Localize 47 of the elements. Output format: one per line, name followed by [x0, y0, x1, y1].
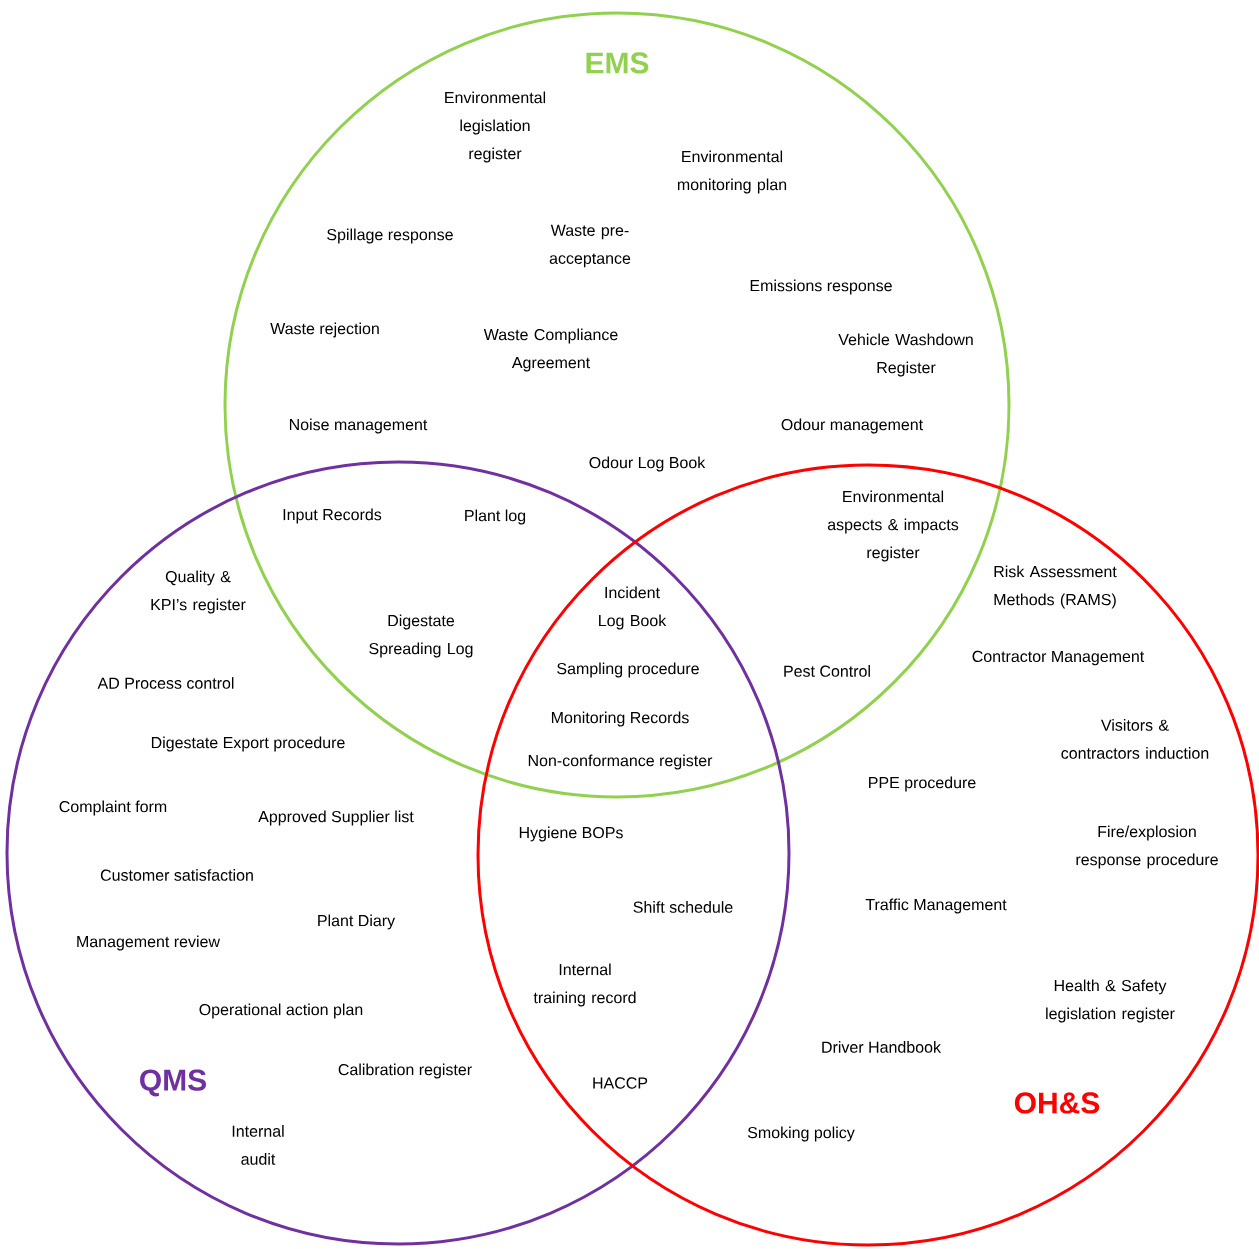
item-label: Smoking policy	[747, 1126, 855, 1142]
circle-title: OH&S	[1014, 1092, 1100, 1114]
item-label: Environmental monitoring plan	[677, 150, 787, 194]
item-label: Traffic Management	[865, 898, 1007, 914]
item-label: PPE procedure	[869, 776, 976, 792]
item-label: Risk Assessment Methods (RAMS)	[994, 565, 1117, 609]
item-label: HACCP	[593, 1077, 648, 1089]
item-label: Incident Log Book	[599, 586, 667, 630]
item-label: Environmental legislation register	[445, 91, 546, 163]
item-label: Shift schedule	[633, 901, 733, 913]
item-label: Vehicle Washdown Register	[838, 333, 973, 377]
item-label: Digestate Export procedure	[151, 736, 345, 752]
item-label: Internal audit	[232, 1125, 284, 1165]
item-label: Quality & KPI’s register	[151, 570, 246, 614]
item-label: Plant Diary	[318, 914, 396, 930]
item-label: Digestate Spreading Log	[369, 614, 473, 658]
circle-title: EMS	[586, 52, 649, 74]
item-label: Fire/explosion response procedure	[1076, 825, 1218, 869]
item-label: Emissions response	[750, 279, 892, 295]
item-label: Complaint form	[59, 800, 167, 816]
item-label: Odour Log Book	[589, 456, 706, 472]
item-label: Customer satisfaction	[100, 869, 253, 881]
item-label: Noise management	[289, 418, 428, 434]
item-label: Health & Safety legislation register	[1046, 979, 1175, 1023]
circle-title: QMS	[140, 1069, 206, 1097]
item-label: Hygiene BOPs	[519, 826, 623, 842]
item-label: Non-conformance register	[528, 754, 713, 770]
item-label: Sampling procedure	[557, 662, 699, 678]
item-label: Environmental aspects & impacts register	[827, 490, 959, 562]
item-label: Internal training record	[533, 963, 636, 1007]
item-label: Input Records	[283, 508, 382, 524]
item-label: Spillage response	[327, 228, 453, 244]
item-label: Odour management	[781, 418, 923, 434]
item-label: Management review	[77, 935, 221, 951]
item-label: Waste rejection	[270, 322, 379, 338]
item-label: Waste pre-acceptance	[549, 224, 631, 268]
item-label: Pest Control	[784, 665, 870, 677]
item-label: Visitors & contractors induction	[1061, 719, 1209, 759]
item-label: Plant log	[465, 509, 526, 525]
item-label: Monitoring Records	[551, 711, 689, 727]
item-label: Operational action plan	[199, 1003, 363, 1019]
item-label: Contractor Management	[972, 650, 1145, 666]
item-label: Waste Compliance Agreement	[483, 328, 618, 372]
item-label: Driver Handbook	[822, 1041, 941, 1053]
item-label: Calibration register	[338, 1063, 472, 1079]
item-label: Approved Supplier list	[258, 810, 414, 826]
item-label: AD Process control	[97, 677, 234, 689]
